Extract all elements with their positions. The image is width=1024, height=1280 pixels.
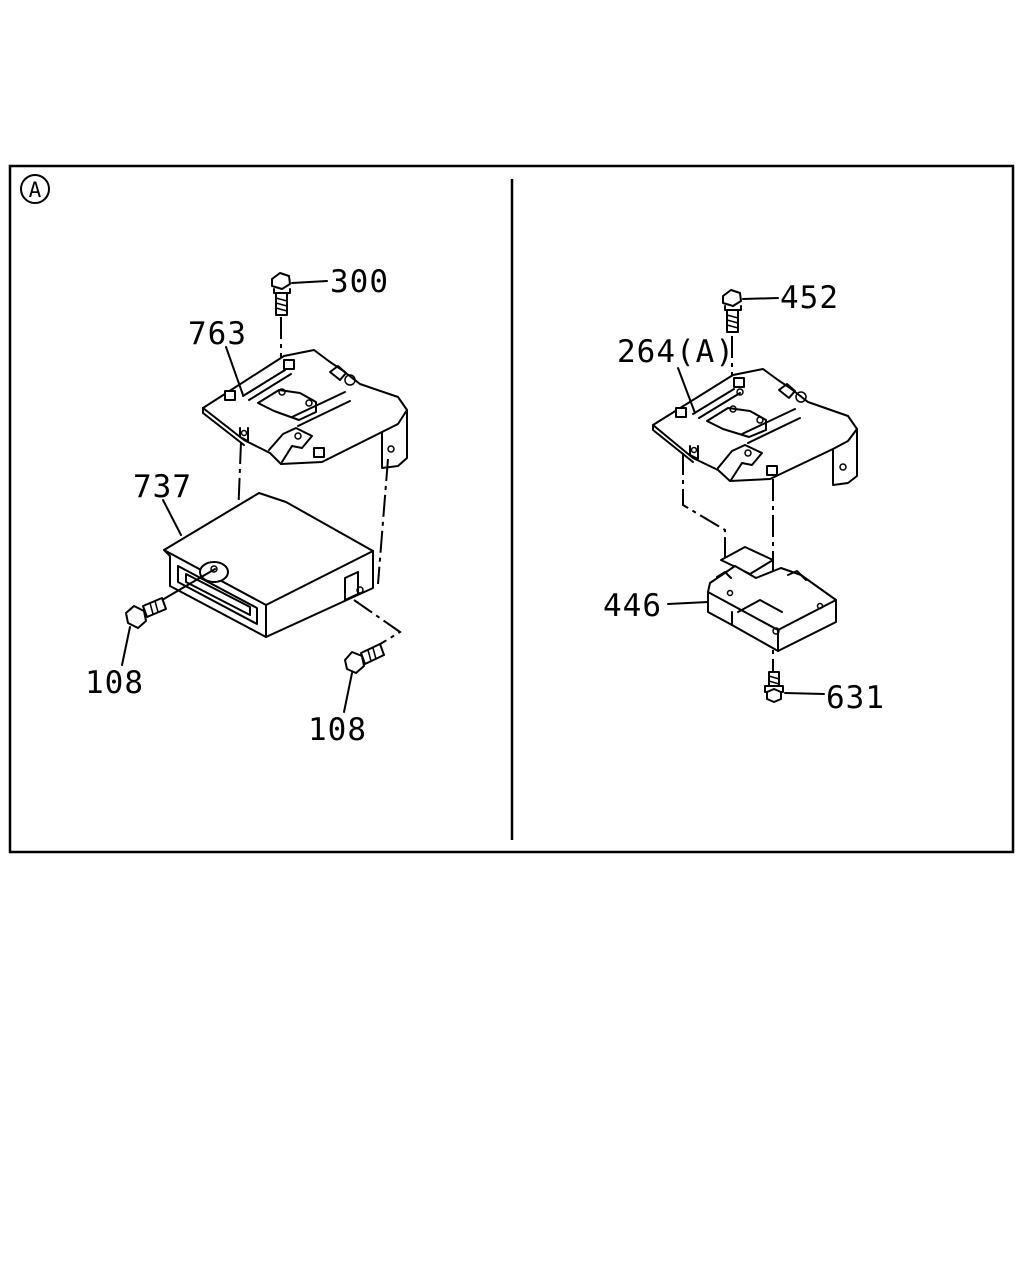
callout-631: 631 — [826, 680, 885, 716]
callout-264A: 264(A) — [617, 334, 735, 370]
callout-737: 737 — [133, 469, 192, 505]
right-assembly: 452 264(A) 446 631 — [603, 280, 885, 716]
left-assembly: 300 763 737 108 108 — [85, 264, 408, 748]
callout-300: 300 — [330, 264, 389, 300]
bracket-763-drawing — [202, 349, 408, 585]
bolt-452-drawing — [722, 289, 779, 410]
module-737-drawing — [156, 492, 402, 647]
svg-text:A: A — [29, 178, 42, 202]
callout-763: 763 — [188, 316, 247, 352]
bolt-300-drawing — [271, 272, 328, 390]
bolt-108-right-drawing — [343, 643, 385, 713]
module-446-drawing — [707, 546, 837, 652]
callout-108-right: 108 — [308, 712, 367, 748]
bracket-264A-drawing — [652, 368, 858, 690]
diagram-frame — [8, 164, 1015, 854]
view-marker: A — [20, 174, 50, 204]
callout-108-left: 108 — [85, 665, 144, 701]
bolt-108-left-drawing — [121, 597, 167, 666]
callout-446: 446 — [603, 588, 662, 624]
callout-452: 452 — [780, 280, 839, 316]
bolt-631-drawing — [764, 671, 825, 703]
